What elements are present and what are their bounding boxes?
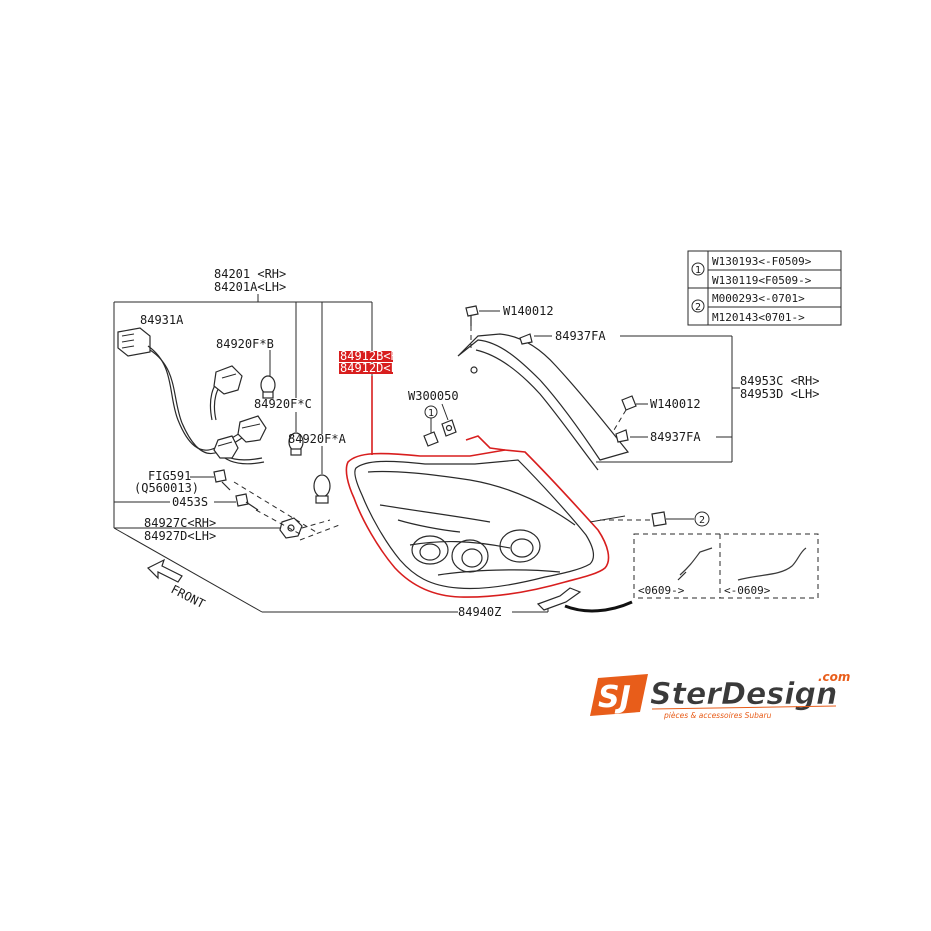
clip-top bbox=[519, 333, 533, 345]
bulb-a bbox=[313, 474, 331, 504]
front-arrow-icon bbox=[146, 558, 183, 583]
fastener-fig591 bbox=[213, 469, 231, 491]
label-bulb-c: 84920F*C bbox=[254, 397, 312, 411]
brand-logo: SJ SterDesign .com pièces & accessoires … bbox=[590, 670, 850, 720]
label-clip-top: 84937FA bbox=[555, 329, 606, 343]
label-front: FRONT bbox=[169, 582, 208, 611]
label-fig-ref-sub: (Q560013) bbox=[134, 481, 199, 495]
brand-domain: .com bbox=[818, 670, 850, 684]
label-gasket-rh: 84953C <RH> bbox=[740, 374, 819, 388]
legend-row: W130193<-F0509> bbox=[712, 255, 812, 268]
screw-right bbox=[600, 511, 694, 527]
svg-text:1: 1 bbox=[428, 408, 434, 419]
screw-mid bbox=[613, 395, 637, 431]
label-fig-ref: FIG591 bbox=[148, 469, 191, 483]
label-bulb-b: 84920F*B bbox=[216, 337, 274, 351]
label-holder-rh: 84927C<RH> bbox=[144, 516, 216, 530]
legend-callout-1: 1 bbox=[695, 265, 701, 276]
label-gasket-lh: 84953D <LH> bbox=[740, 387, 819, 401]
label-clip-bottom: 84937FA bbox=[650, 430, 701, 444]
nut bbox=[441, 419, 457, 437]
legend-row: M000293<-0701> bbox=[712, 292, 805, 305]
callout-1: 1 bbox=[423, 405, 439, 447]
legend-table: 1 2 W130193<-F0509> W130119<F0509-> M000… bbox=[687, 250, 842, 326]
label-screw-mid: W140012 bbox=[650, 397, 701, 411]
label-socket-harness: 84931A bbox=[140, 313, 184, 327]
brand-mark-text: SJ bbox=[598, 680, 631, 715]
label-bulb-a: 84920F*A bbox=[288, 432, 347, 446]
svg-text:2: 2 bbox=[699, 515, 705, 526]
holder bbox=[279, 517, 303, 539]
legend-callout-2-icon bbox=[691, 299, 705, 313]
legend-callout-2: 2 bbox=[695, 302, 701, 313]
legend-row: M120143<0701-> bbox=[712, 311, 805, 324]
lens-lh-highlight bbox=[339, 363, 393, 374]
label-bracket: 84940Z bbox=[458, 605, 501, 619]
clip-bottom bbox=[615, 429, 629, 443]
label-screw-top: W140012 bbox=[503, 304, 554, 318]
socket-harness bbox=[117, 327, 267, 465]
lens-rh-highlight bbox=[339, 351, 393, 362]
brand-mark-icon bbox=[590, 674, 648, 716]
label-assembly-lh: 84201A<LH> bbox=[214, 280, 286, 294]
callout-2: 2 bbox=[694, 511, 710, 527]
label-lens-lh: 84912D<LH> bbox=[340, 361, 412, 375]
label-date-left: <0609-> bbox=[638, 584, 685, 597]
brand-name: SterDesign bbox=[650, 677, 837, 712]
legend-row: W130119<F0509-> bbox=[712, 274, 812, 287]
tail-lamp-assembly bbox=[345, 435, 610, 598]
label-screw-0453: 0453S bbox=[172, 495, 208, 509]
brand-tagline: pièces & accessoires Subaru bbox=[663, 711, 772, 720]
label-date-right: <-0609> bbox=[724, 584, 771, 597]
bracket bbox=[536, 587, 633, 613]
bulb-b bbox=[260, 375, 276, 399]
screw-0453 bbox=[235, 493, 259, 511]
screw-top bbox=[465, 305, 479, 348]
variant-inset: <0609-> <-0609> bbox=[633, 533, 819, 599]
label-holder-lh: 84927D<LH> bbox=[144, 529, 216, 543]
lens-label-group: 84912B<RH> 84912D<LH> bbox=[339, 349, 412, 455]
gasket bbox=[457, 333, 630, 471]
label-assembly-rh: 84201 <RH> bbox=[214, 267, 286, 281]
legend-callout-1-icon bbox=[691, 262, 705, 276]
bulb-c bbox=[288, 432, 304, 456]
label-lens-rh: 84912B<RH> bbox=[340, 349, 412, 363]
label-nut: W300050 bbox=[408, 389, 459, 403]
